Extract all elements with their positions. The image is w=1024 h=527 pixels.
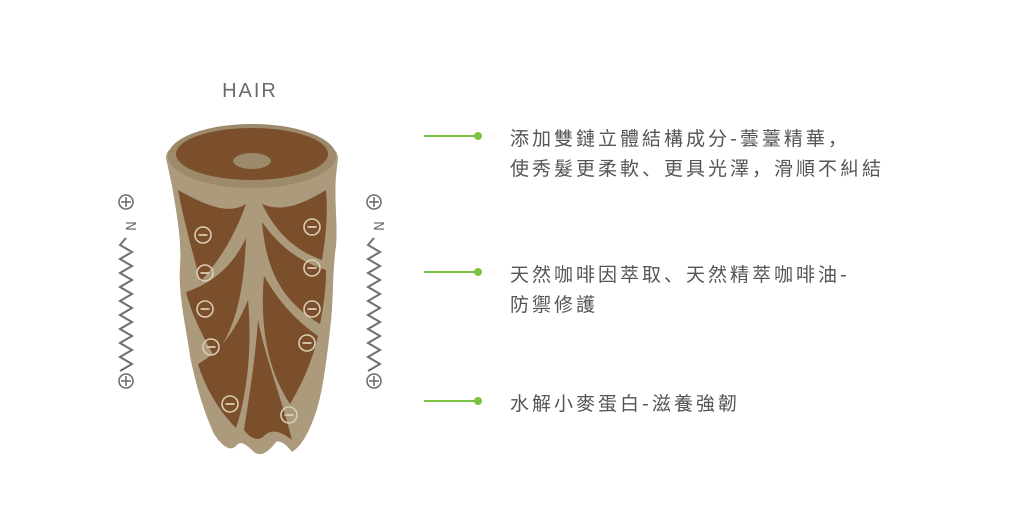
negative-charge-icon xyxy=(196,300,214,318)
negative-charge-icon xyxy=(202,338,220,356)
left-positive-top-icon xyxy=(118,194,134,210)
negative-charge-icon xyxy=(298,334,316,352)
negative-charge-icon xyxy=(303,218,321,236)
feature-line: 水解小麥蛋白-滋養強韌 xyxy=(510,393,740,415)
hair-scale-left-lower xyxy=(198,300,250,428)
bullet-dot-icon xyxy=(474,132,482,140)
feature-connector xyxy=(424,260,482,284)
feature-text: 水解小麥蛋白-滋養強韌 xyxy=(510,389,740,419)
hair-scale-right-lower xyxy=(262,276,318,404)
feature-text: 天然咖啡因萃取、天然精萃咖啡油- 防禦修護 xyxy=(510,260,850,320)
hair-scale-right-mid xyxy=(262,222,326,324)
feature-connector xyxy=(424,124,482,148)
hair-scale-center-lower xyxy=(244,320,292,440)
feature-line: 防禦修護 xyxy=(510,294,599,316)
connector-line xyxy=(424,271,478,273)
negative-charge-icon xyxy=(280,406,298,424)
hair-scale-left-upper xyxy=(178,190,246,282)
right-charge-chain: N xyxy=(366,194,385,389)
charge-circle xyxy=(366,194,382,210)
left-charge-letter: N xyxy=(122,221,137,231)
feature-line: 添加雙鏈立體結構成分-蕓薹精華， xyxy=(510,128,850,150)
left-positive-bottom-icon xyxy=(118,373,134,389)
charge-circle xyxy=(118,194,134,210)
hair-strand-illustration xyxy=(166,124,338,455)
left-charge-chain: N xyxy=(118,194,137,389)
connector-line xyxy=(424,135,478,137)
right-positive-bottom-icon xyxy=(366,373,382,389)
hair-label: HAIR xyxy=(222,80,278,102)
connector-line xyxy=(424,400,478,402)
feature-item-2: 天然咖啡因萃取、天然精萃咖啡油- 防禦修護 xyxy=(424,260,850,320)
feature-line: 使秀髮更柔軟、更具光澤，滑順不糾結 xyxy=(510,158,885,180)
right-zigzag xyxy=(366,237,382,372)
left-zigzag xyxy=(118,237,134,372)
charge-circle xyxy=(366,373,382,389)
negative-charge-icon xyxy=(303,300,321,318)
feature-item-1: 添加雙鏈立體結構成分-蕓薹精華， 使秀髮更柔軟、更具光澤，滑順不糾結 xyxy=(424,124,884,184)
negative-charge-icon xyxy=(221,395,239,413)
bullet-dot-icon xyxy=(474,268,482,276)
feature-item-3: 水解小麥蛋白-滋養強韌 xyxy=(424,389,740,419)
negative-charges xyxy=(194,218,321,424)
negative-charge-icon xyxy=(194,226,212,244)
bullet-dot-icon xyxy=(474,397,482,405)
right-charge-letter: N xyxy=(370,221,385,231)
negative-charge-icon xyxy=(303,259,321,277)
right-positive-top-icon xyxy=(366,194,382,210)
feature-connector xyxy=(424,389,482,413)
feature-line: 天然咖啡因萃取、天然精萃咖啡油- xyxy=(510,264,850,286)
negative-charge-icon xyxy=(196,264,214,282)
hair-scale-right-upper xyxy=(262,190,327,260)
hair-cross-section-medulla xyxy=(233,153,271,169)
hair-scale-left-mid xyxy=(186,238,246,356)
feature-text: 添加雙鏈立體結構成分-蕓薹精華， 使秀髮更柔軟、更具光澤，滑順不糾結 xyxy=(510,124,884,184)
charge-circle xyxy=(118,373,134,389)
